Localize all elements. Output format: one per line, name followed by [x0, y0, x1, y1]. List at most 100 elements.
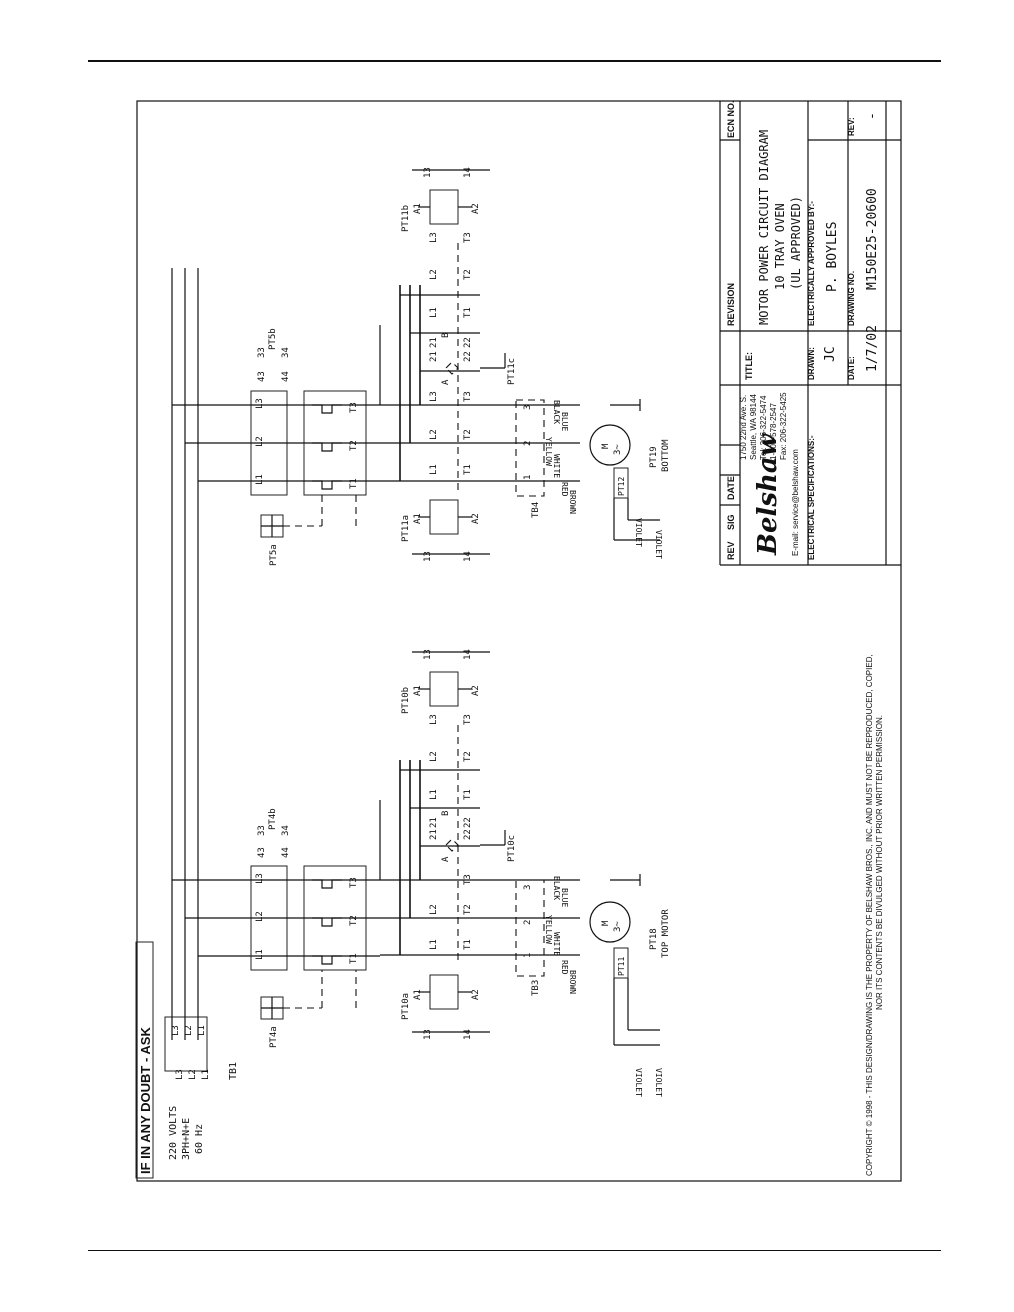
tb1-out-l1: L1 — [197, 1025, 207, 1036]
supply-voltage: 220 VOLTS — [168, 1106, 179, 1160]
company-email: E-mail: service@belshaw.com — [791, 449, 800, 556]
pt10a-a2: A2 — [471, 989, 481, 1000]
pt11b-l3: L3 — [429, 232, 439, 243]
address-5: Fax: 206-322-5425 — [779, 392, 788, 460]
pt11a-coil — [429, 499, 459, 535]
pt10a-label: PT10a — [401, 993, 411, 1020]
tb1-terminal-block: TB1 L3 L2 L1 L3 L2 L1 — [164, 1016, 239, 1080]
pt5-t3: T3 — [349, 402, 359, 413]
pt10b-t1: T1 — [463, 789, 473, 800]
pt10a-t1: T1 — [463, 939, 473, 950]
pt19-label: PT19 — [649, 446, 659, 468]
pt10b-a1: A1 — [413, 685, 423, 696]
approved-label: ELECTRICALLY APPROVED BY:- — [807, 201, 816, 326]
pt4-l1: L1 — [255, 949, 265, 960]
pt10b-label: PT10b — [401, 687, 411, 714]
tb1-label: TB1 — [228, 1062, 239, 1080]
pt4b-43: 43 — [257, 847, 267, 858]
pt19-m: M — [601, 443, 611, 449]
rev-col-date: DATE — [726, 476, 736, 500]
pt11c-a: A — [441, 379, 451, 385]
circuit-1: L1 L2 L3 T1 T2 T3 PT4a PT4b 43 33 44 34 … — [250, 649, 671, 1097]
pt11b-t3: T3 — [463, 232, 473, 243]
tb1-out-l3: L3 — [171, 1025, 181, 1036]
tb4-outline — [515, 399, 545, 497]
pt11c-label: PT11c — [507, 358, 517, 385]
tb1-in-l3: L3 — [175, 1069, 185, 1080]
m18-brown: BROWN — [568, 970, 577, 994]
pt10b-l1: L1 — [429, 789, 439, 800]
warning-box — [135, 941, 154, 1179]
title-line-3: (UL APPROVED) — [789, 196, 803, 290]
pt5-l3: L3 — [255, 398, 265, 409]
rev-col-rev: REV — [726, 541, 736, 560]
pt5a-label: PT5a — [269, 544, 279, 566]
m19-white: WHITE — [552, 454, 561, 478]
pt10b-t2: T2 — [463, 751, 473, 762]
pt12-thermal — [613, 467, 629, 499]
drawing-frame — [136, 100, 902, 1182]
pt10a-13: 13 — [423, 1029, 433, 1040]
m18-black: BLACK — [552, 876, 561, 900]
pt18-m: M — [601, 920, 611, 926]
pt11a-label: PT11a — [401, 515, 411, 542]
m18-red: RED — [560, 960, 569, 975]
pt10a-t3: T3 — [463, 874, 473, 885]
pt10b-l3: L3 — [429, 714, 439, 725]
pt4-l2: L2 — [255, 911, 265, 922]
pt4b-44: 44 — [281, 847, 291, 858]
pt5-l2: L2 — [255, 436, 265, 447]
supply-frequency: 60 Hz — [194, 1124, 205, 1154]
pt11b-a1: A1 — [413, 203, 423, 214]
rev-value: - — [865, 112, 880, 120]
pt18-desc: TOP MOTOR — [661, 909, 671, 958]
m19-yellow: YELLOW — [544, 437, 553, 466]
pt10a-14: 14 — [463, 1029, 473, 1040]
title-label: TITLE: — [744, 352, 754, 380]
revision-header: REVISION — [726, 283, 736, 326]
pt10c-22a: 22 — [463, 829, 473, 840]
address-3: Tel: 206-322-5474 — [759, 395, 768, 460]
pt4b-33: 33 — [257, 825, 267, 836]
tb1-outline — [164, 1016, 208, 1072]
pt11a-t1: T1 — [463, 464, 473, 475]
supply-group: 220 VOLTS 3PH+N+E 60 Hz — [168, 1106, 205, 1160]
date-label: DATE: — [847, 356, 856, 380]
pt11b-13: 13 — [423, 167, 433, 178]
pt11a-13: 13 — [423, 551, 433, 562]
drawn-value: JC — [823, 346, 838, 362]
pt10a-t2: T2 — [463, 904, 473, 915]
pt12-label: PT12 — [617, 477, 626, 496]
pt10a-a1: A1 — [413, 989, 423, 1000]
pt5-t2: T2 — [349, 440, 359, 451]
pt11b-l1: L1 — [429, 307, 439, 318]
pt11b-14: 14 — [463, 167, 473, 178]
pt11b-coil — [429, 189, 459, 225]
title-block: REV SIG DATE ECN NO. REVISION TITLE: MOT… — [719, 100, 901, 566]
pt10b-a2: A2 — [471, 685, 481, 696]
pt11b-t2: T2 — [463, 269, 473, 280]
pt4a-label: PT4a — [269, 1026, 279, 1048]
drawing-no-value: M150E25-20600 — [865, 188, 880, 290]
pt5b-43: 43 — [257, 371, 267, 382]
elec-spec-label: ELECTRICAL SPECIFICATIONS:- — [807, 435, 816, 560]
drawn-label: DRAWN: — [807, 347, 816, 380]
motor-pt19-symbol — [589, 424, 631, 466]
tb4-label: TB4 — [531, 502, 541, 518]
pt10b-coil — [429, 671, 459, 707]
pt10c-a: A — [441, 856, 451, 862]
pt19-violet-2: VIOLET — [654, 530, 663, 559]
pt4b-34: 34 — [281, 825, 291, 836]
pt11c-22b: 22 — [463, 337, 473, 348]
tb3-label: TB3 — [531, 980, 541, 996]
pt4-t1: T1 — [349, 953, 359, 964]
pt11a-l3: L3 — [429, 391, 439, 402]
pt11b-a2: A2 — [471, 203, 481, 214]
m19-black: BLACK — [552, 400, 561, 424]
pt18-label: PT18 — [649, 928, 659, 950]
pt10a-coil — [429, 974, 459, 1010]
approved-value: P. BOYLES — [825, 222, 840, 292]
m18-white: WHITE — [552, 932, 561, 956]
drawing-no-label: DRAWING NO. — [847, 271, 856, 326]
